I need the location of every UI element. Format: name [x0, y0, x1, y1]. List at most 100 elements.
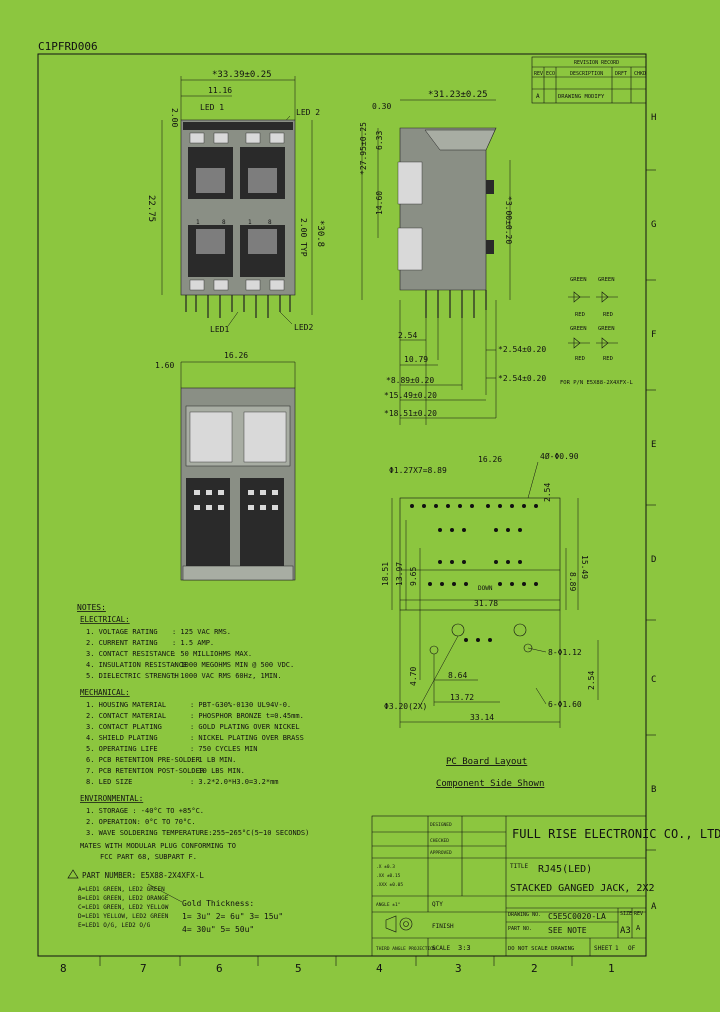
svg-text:DESCRIPTION: DESCRIPTION — [570, 71, 603, 77]
svg-text:1. STORAGE : -40°C TO +85°C.: 1. STORAGE : -40°C TO +85°C. — [86, 807, 204, 815]
revision-table: REVISION RECORD REV ECO DESCRIPTION DRFT… — [531, 56, 647, 104]
svg-text:PC Board Layout: PC Board Layout — [446, 757, 527, 767]
svg-text:FOR P/N E5X88-2X4XFX-L: FOR P/N E5X88-2X4XFX-L — [560, 380, 634, 386]
svg-text:THIRD ANGLE PROJECTION: THIRD ANGLE PROJECTION — [376, 946, 436, 952]
svg-text:LED 2: LED 2 — [296, 108, 320, 117]
svg-text:: 1000 MEGOHMS MIN @ 500 VDC.: : 1000 MEGOHMS MIN @ 500 VDC. — [172, 661, 294, 669]
pcb-layout: Φ1.27X7=8.89 16.26 4Ø-Φ0.90 2.54 18.51 1… — [381, 451, 599, 789]
svg-text:*3.00±0.20: *3.00±0.20 — [504, 196, 513, 244]
svg-text:LED1: LED1 — [210, 325, 229, 334]
svg-text:8.64: 8.64 — [448, 671, 467, 680]
svg-text:*2.54±0.20: *2.54±0.20 — [498, 374, 546, 383]
pcb-outline — [399, 497, 561, 611]
svg-text:D: D — [651, 555, 656, 565]
svg-text:6. PCB RETENTION PRE-SOLDER: 6. PCB RETENTION PRE-SOLDER — [86, 756, 201, 764]
svg-text:C: C — [651, 675, 656, 685]
svg-text:*18.51±0.20: *18.51±0.20 — [384, 409, 437, 418]
svg-text:ECO: ECO — [546, 71, 555, 77]
svg-text:2: 2 — [531, 962, 538, 975]
svg-text:PART NUMBER: E5X88-2X4XFX-L: PART NUMBER: E5X88-2X4XFX-L — [82, 871, 204, 880]
svg-text:.XXX ±0.05: .XXX ±0.05 — [376, 882, 403, 888]
svg-text:*2.54±0.20: *2.54±0.20 — [498, 345, 546, 354]
svg-text:C5E5C0020-LA: C5E5C0020-LA — [548, 912, 606, 921]
svg-text:*33.39±0.25: *33.39±0.25 — [212, 70, 272, 80]
svg-text:1. VOLTAGE RATING: 1. VOLTAGE RATING — [86, 628, 158, 636]
svg-text:PART NO.: PART NO. — [508, 926, 532, 932]
zone-numbers: 8 7 6 5 4 3 2 1 — [60, 962, 615, 975]
svg-text:: 10 LBS MIN.: : 10 LBS MIN. — [190, 767, 245, 775]
svg-text:16.26: 16.26 — [478, 455, 502, 464]
svg-text:8: 8 — [60, 962, 67, 975]
svg-text:FINISH: FINISH — [432, 923, 454, 930]
svg-text:2.00: 2.00 — [170, 108, 179, 127]
svg-text:13.72: 13.72 — [450, 693, 474, 702]
svg-text:F: F — [651, 330, 656, 340]
svg-text:DOWN: DOWN — [478, 585, 493, 592]
svg-text:Component Side Shown: Component Side Shown — [436, 779, 544, 789]
svg-text:18.51: 18.51 — [381, 562, 390, 586]
svg-text:1. HOUSING MATERIAL: 1. HOUSING MATERIAL — [86, 701, 166, 709]
svg-text:ENVIRONMENTAL:: ENVIRONMENTAL: — [80, 794, 143, 803]
svg-text:FCC PART 68, SUBPART F.: FCC PART 68, SUBPART F. — [100, 853, 197, 861]
svg-text:.X ±0.3: .X ±0.3 — [376, 864, 395, 870]
svg-text:SHEET: SHEET — [594, 945, 612, 952]
svg-text:16.26: 16.26 — [224, 351, 248, 360]
svg-text:A3: A3 — [620, 926, 631, 936]
svg-text:14.60: 14.60 — [375, 191, 384, 215]
svg-text:RED: RED — [575, 312, 585, 318]
svg-text:2.54: 2.54 — [398, 331, 417, 340]
svg-text:QTY: QTY — [432, 901, 443, 908]
svg-text:: 3.2*2.0*H3.0=3.2*mm: : 3.2*2.0*H3.0=3.2*mm — [190, 778, 279, 786]
svg-text:5: 5 — [295, 962, 302, 975]
svg-text:8: 8 — [222, 219, 226, 226]
svg-text:*8.89±0.20: *8.89±0.20 — [386, 376, 434, 385]
svg-text:3. WAVE SOLDERING TEMPERATURE:: 3. WAVE SOLDERING TEMPERATURE:255~265°C(… — [86, 829, 309, 837]
svg-text:7: 7 — [140, 962, 147, 975]
svg-text:SIZE: SIZE — [620, 911, 632, 917]
svg-text:15.49: 15.49 — [580, 555, 589, 579]
svg-text:DO NOT SCALE DRAWING: DO NOT SCALE DRAWING — [508, 946, 574, 952]
svg-text:Gold Thickness:: Gold Thickness: — [182, 899, 254, 908]
svg-text:.XX ±0.15: .XX ±0.15 — [376, 873, 401, 879]
svg-text:: 750 CYCLES MIN: : 750 CYCLES MIN — [190, 745, 257, 753]
svg-text:8-Φ1.12: 8-Φ1.12 — [548, 648, 582, 657]
svg-text:2.00 TYP: 2.00 TYP — [299, 218, 308, 257]
svg-text:4.70: 4.70 — [409, 667, 418, 686]
svg-text:ANGLE ±1°: ANGLE ±1° — [376, 902, 401, 908]
svg-text:: 125 VAC RMS.: : 125 VAC RMS. — [172, 628, 231, 636]
bottom-view: 1.60 16.26 — [155, 351, 296, 581]
svg-text:*27.95±0.25: *27.95±0.25 — [359, 122, 368, 175]
svg-text:STACKED GANGED JACK, 2X2: STACKED GANGED JACK, 2X2 — [510, 883, 655, 894]
svg-text:: 50 MILLIOHMS MAX.: : 50 MILLIOHMS MAX. — [172, 650, 252, 658]
svg-text:*30.8: *30.8 — [315, 220, 325, 247]
title-block: FULL RISE ELECTRONIC CO., LTD TITLE RJ45… — [371, 815, 720, 957]
svg-text:2. OPERATION: 0°C TO 70°C.: 2. OPERATION: 0°C TO 70°C. — [86, 818, 196, 826]
svg-text:7. PCB RETENTION POST-SOLDER: 7. PCB RETENTION POST-SOLDER — [86, 767, 205, 775]
svg-text:G: G — [651, 220, 656, 230]
svg-text:3: 3 — [455, 962, 462, 975]
svg-text:REVISION RECORD: REVISION RECORD — [574, 60, 619, 66]
svg-text:APPROVED: APPROVED — [430, 850, 452, 856]
svg-text:31.78: 31.78 — [474, 599, 498, 608]
svg-text:CHKD: CHKD — [634, 71, 646, 77]
svg-text:4= 30u" 5= 50u": 4= 30u" 5= 50u" — [182, 925, 254, 934]
svg-text:*31.23±0.25: *31.23±0.25 — [428, 90, 488, 100]
svg-text:2. CURRENT RATING: 2. CURRENT RATING — [86, 639, 158, 647]
svg-text:: 1.5 AMP.: : 1.5 AMP. — [172, 639, 214, 647]
svg-text:C=LED1 GREEN, LED2 YELLOW: C=LED1 GREEN, LED2 YELLOW — [78, 904, 169, 911]
svg-text:CHECKED: CHECKED — [430, 838, 449, 844]
svg-text:4. INSULATION RESISTANCE: 4. INSULATION RESISTANCE — [86, 661, 187, 669]
svg-text:2.54: 2.54 — [587, 671, 596, 690]
svg-text:13.97: 13.97 — [395, 562, 404, 586]
svg-text:DRFT: DRFT — [615, 71, 627, 77]
svg-text:: NICKEL PLATING OVER BRASS: : NICKEL PLATING OVER BRASS — [190, 734, 304, 742]
svg-text:9.65: 9.65 — [409, 567, 418, 586]
svg-text:6-Φ1.60: 6-Φ1.60 — [548, 700, 582, 709]
svg-text:6.33: 6.33 — [375, 131, 384, 150]
side-view: *31.23±0.25 0.30 *27.95±0.25 6.33 14.60 … — [359, 90, 546, 425]
svg-text:8: 8 — [268, 219, 272, 226]
svg-text:RED: RED — [603, 356, 613, 362]
svg-text:11.16: 11.16 — [208, 86, 232, 95]
svg-text:MATES WITH MODULAR PLUG CONFOR: MATES WITH MODULAR PLUG CONFORMING TO — [80, 842, 236, 850]
svg-text:6: 6 — [216, 962, 223, 975]
